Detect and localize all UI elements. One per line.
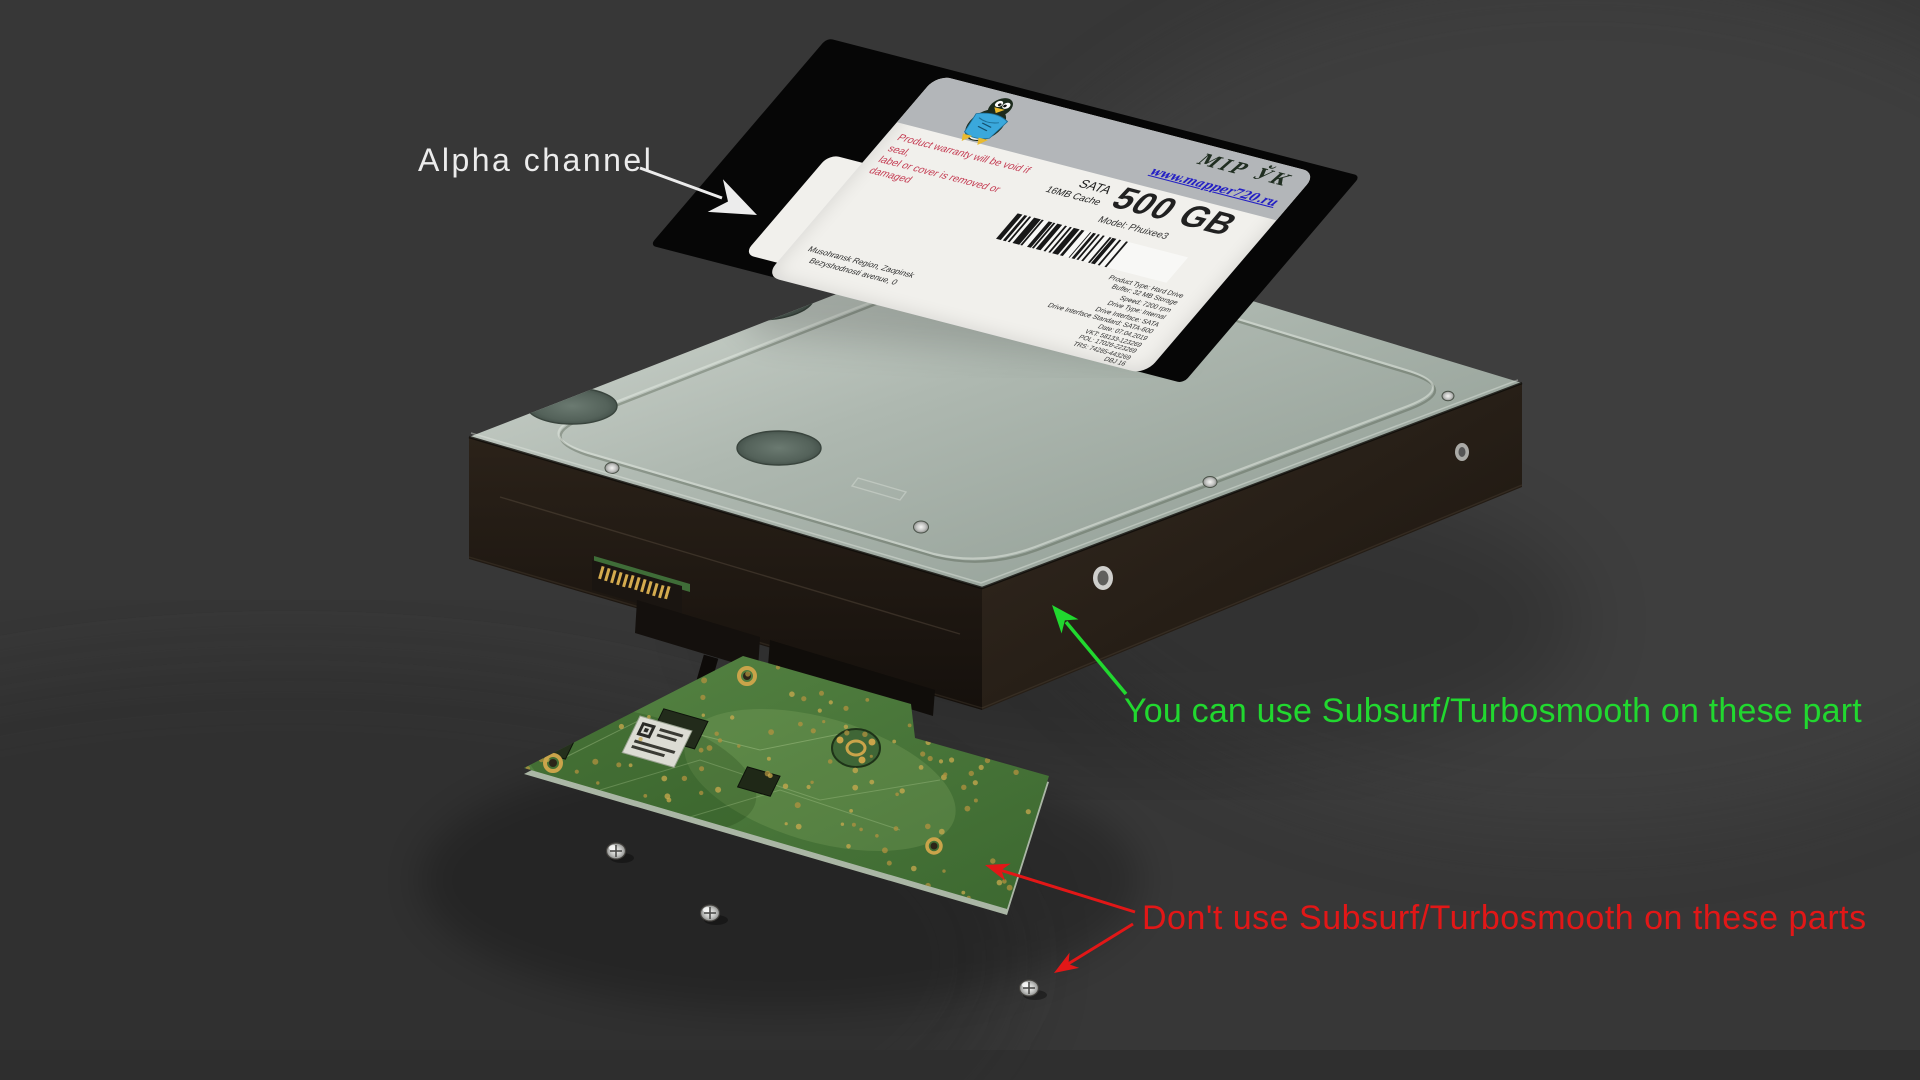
connector-block [768, 640, 935, 716]
connector-block [635, 600, 760, 670]
pcb-solder-pads [525, 665, 1046, 900]
controller-pcb [524, 656, 1049, 915]
hdd-front-side [469, 437, 982, 710]
cover-screw [604, 390, 1455, 534]
alpha-channel-label: Alpha channel [418, 142, 654, 178]
subsurf-ok-label: You can use Subsurf/Turbosmooth on these… [1124, 692, 1862, 730]
connector-pins [598, 565, 671, 600]
sata-connector [592, 556, 935, 728]
mounting-screw [699, 904, 728, 925]
pcb-barcode-sticker [621, 715, 693, 768]
subsurf-no-label: Don't use Subsurf/Turbosmooth on these p… [1142, 899, 1867, 937]
motor-contact-pad [831, 728, 881, 768]
tux-penguin-icon [961, 98, 1013, 146]
drive-label-card: МІР ЎК www.mapper720.ru Product warranty… [649, 38, 1361, 384]
drive-label-sticker: МІР ЎК www.mapper720.ru Product warranty… [765, 74, 1317, 375]
label-header-band: МІР ЎК www.mapper720.ru [896, 74, 1317, 221]
mounting-screw [1018, 979, 1047, 1000]
mounting-screws [605, 842, 1047, 1000]
address-lines: Musohransk Region, Zaopinsk Bezyshodnost… [805, 244, 917, 287]
mounting-screw [605, 842, 634, 863]
